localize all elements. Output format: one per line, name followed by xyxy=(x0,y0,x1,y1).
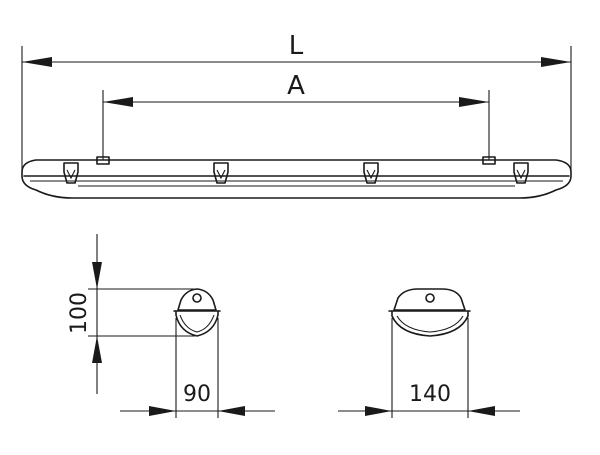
arrow-height-bottom xyxy=(92,336,102,363)
arrow-90-left xyxy=(149,406,176,416)
profile-narrow-top xyxy=(177,288,217,311)
profile-narrow-diffuser xyxy=(175,310,219,337)
dimension-label-90: 90 xyxy=(183,382,211,407)
end-view-narrow: 100 90 xyxy=(67,234,275,418)
profile-narrow-diffuser-inner xyxy=(179,314,215,333)
dimension-label-l: L xyxy=(289,31,304,61)
dimension-label-height: 100 xyxy=(67,292,92,334)
luminaire-body-outline xyxy=(21,159,572,199)
arrow-a-right xyxy=(459,97,489,107)
clip-3 xyxy=(363,162,379,184)
clip-1 xyxy=(63,162,79,184)
profile-narrow-hole xyxy=(192,293,202,303)
profile-wide-top xyxy=(393,288,466,311)
side-view: L A xyxy=(21,31,572,199)
arrow-l-right xyxy=(541,57,571,67)
end-view-wide: 140 xyxy=(338,288,520,418)
arrow-height-top xyxy=(92,262,102,289)
mounting-bracket-left xyxy=(96,156,110,165)
clip-2 xyxy=(213,162,229,184)
clip-4 xyxy=(513,162,529,184)
dimension-label-a: A xyxy=(287,71,305,101)
mounting-bracket-right xyxy=(482,156,496,165)
arrow-90-right xyxy=(218,406,245,416)
dimension-label-140: 140 xyxy=(409,382,451,407)
arrow-a-left xyxy=(103,97,133,107)
arrow-l-left xyxy=(22,57,52,67)
profile-wide-hole xyxy=(425,293,435,303)
arrow-140-left xyxy=(365,406,392,416)
arrow-140-right xyxy=(468,406,495,416)
profile-wide-diffuser xyxy=(391,310,469,337)
profile-wide-diffuser-inner xyxy=(396,315,464,333)
